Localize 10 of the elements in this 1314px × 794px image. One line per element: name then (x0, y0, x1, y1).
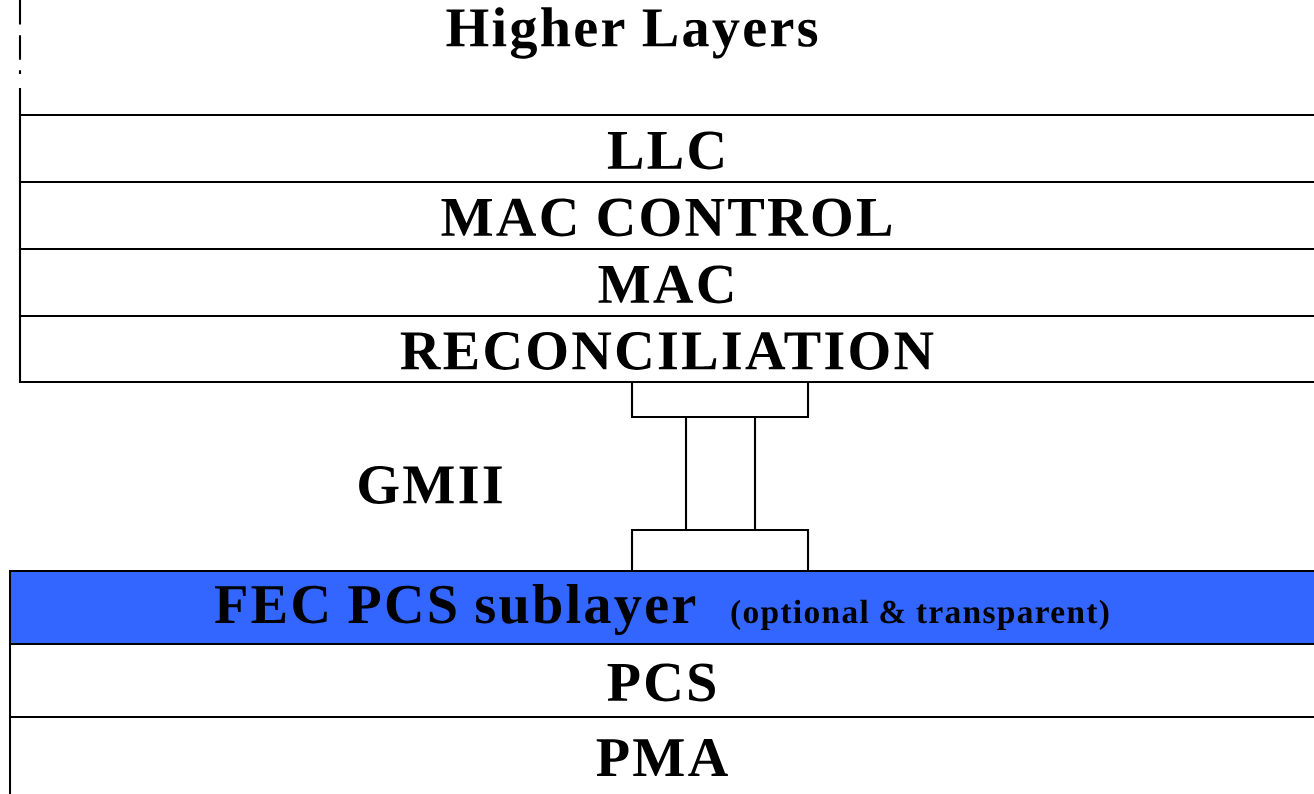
layer-band: PMA (8, 715, 1314, 794)
layer-band: FEC PCS sublayer (optional & transparent) (8, 569, 1314, 646)
layer-band: RECONCILIATION (18, 314, 1314, 384)
layer-band: LLC (18, 113, 1314, 184)
layer-band: PCS (8, 642, 1314, 719)
layer-heading: Higher Layers (446, 7, 818, 59)
interface-connector (630, 380, 810, 573)
layer-band: MAC CONTROL (18, 180, 1314, 251)
layer-band: MAC (18, 247, 1314, 318)
interface-label: GMII (359, 466, 502, 504)
